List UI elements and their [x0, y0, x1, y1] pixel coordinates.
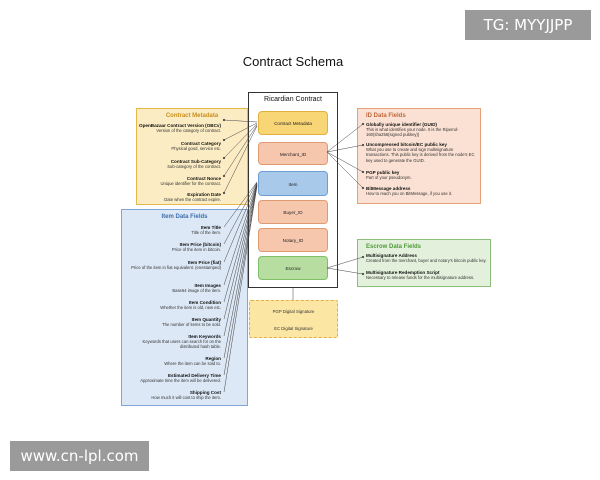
connector-line — [223, 181, 258, 228]
connector-line — [223, 122, 258, 141]
block-contract-metadata: Contract Metadata — [258, 111, 328, 135]
connector-line — [223, 182, 258, 263]
connector-line — [223, 182, 258, 286]
connector-line — [223, 119, 258, 123]
connector-line — [223, 124, 258, 177]
ricardian-contract-frame: Ricardian Contract Contract Metadata Mer… — [248, 92, 338, 288]
connector-line — [223, 181, 258, 245]
ec-signature-label: EC Digital Signature — [274, 326, 313, 331]
ricardian-contract-title: Ricardian Contract — [264, 96, 322, 103]
id-panel: ID Data Fields Globally unique identifie… — [357, 108, 481, 204]
diagram-title: Contract Schema — [242, 54, 344, 69]
block-item: Item — [258, 171, 328, 196]
watermark-bottom: www.cn-lpl.com — [10, 441, 149, 471]
connector-line — [326, 144, 364, 153]
block-merchant-id: Merchant_ID — [258, 142, 328, 165]
escrow-panel: Escrow Data Fields Multisignature Addres… — [357, 239, 491, 287]
connector-line — [223, 185, 258, 393]
item-panel-title: Item Data Fields — [161, 214, 208, 220]
escrow-panel-title: Escrow Data Fields — [366, 244, 422, 250]
signature-scroll: PGP Digital Signature EC Digital Signatu… — [249, 300, 338, 338]
connector-line — [223, 185, 258, 376]
metadata-panel-title: Contract Metadata — [165, 113, 219, 119]
metadata-panel: Contract Metadata OpenBazaar Contract Ve… — [136, 108, 248, 205]
block-buyer-id: Buyer_ID — [258, 200, 328, 224]
connector-line — [326, 151, 364, 173]
connector-line — [223, 184, 258, 359]
id-panel-title: ID Data Fields — [366, 113, 406, 119]
pgp-signature-label: PGP Digital Signature — [272, 309, 315, 314]
id-field: Globally unique identifier (GUID)This is… — [366, 122, 459, 138]
connector-line — [326, 256, 364, 269]
connector-line — [326, 123, 364, 153]
connector-line — [223, 123, 258, 159]
metadata-field: OpenBazaar Contract Version (OBCv)Versio… — [139, 123, 221, 134]
item-field: Item Price (bitcoin)Price of the item in… — [171, 242, 221, 253]
connector-line — [326, 267, 364, 275]
connector-line — [223, 183, 258, 303]
item-field: Item Price (fiat)Price of the item in fi… — [131, 260, 221, 271]
connector-line — [223, 125, 258, 194]
connector-line — [223, 183, 258, 320]
watermark-top: TG: MYYJJPP — [465, 10, 591, 40]
block-notary-id: Notary_ID — [258, 228, 328, 252]
connector-line — [326, 151, 364, 189]
connector-line — [223, 184, 258, 337]
